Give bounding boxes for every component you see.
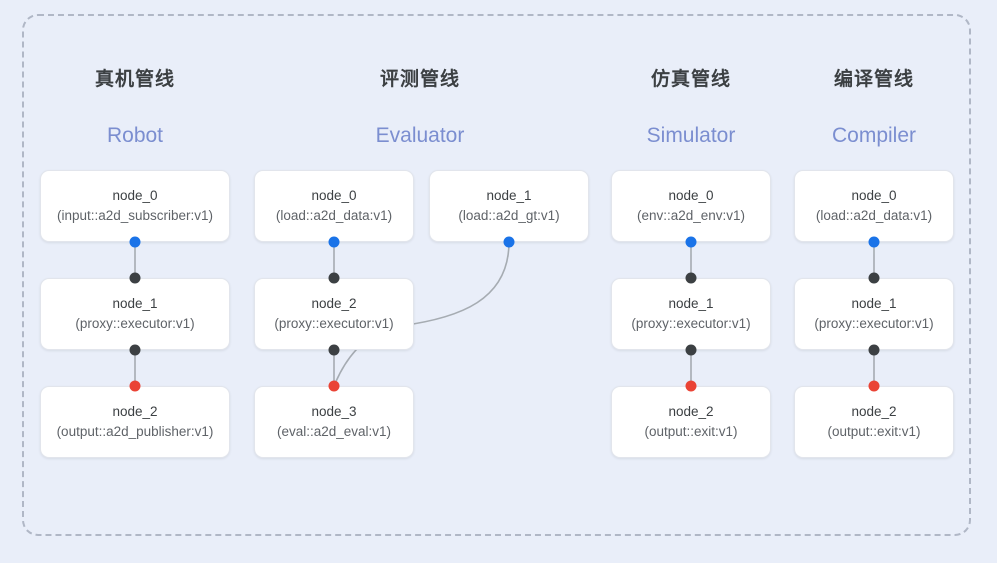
column-subtitle-evaluator: Evaluator [375,124,465,147]
node-type: (load::a2d_data:v1) [815,208,933,223]
node-type: (proxy::executor:v1) [75,316,195,331]
port-input-compiler-1[interactable] [868,272,880,284]
column-title-robot: 真机管线 [94,69,175,90]
node-type: (output::exit:v1) [644,424,738,439]
node-type: (proxy::executor:v1) [631,316,751,331]
node-type: (load::a2d_gt:v1) [458,208,560,223]
node-robot-1[interactable]: node_1 (proxy::executor:v1) [40,278,230,350]
port-output-robot-1[interactable] [129,344,141,356]
node-name: node_0 [668,188,714,203]
port-output-evaluator-1[interactable] [503,236,515,248]
port-output-compiler-1[interactable] [868,344,880,356]
port-input-evaluator-2[interactable] [328,272,340,284]
node-type: (output::exit:v1) [827,424,921,439]
port-input-robot-1[interactable] [129,272,141,284]
column-subtitle-simulator: Simulator [646,124,736,147]
port-output-simulator-1[interactable] [685,344,697,356]
node-name: node_2 [851,404,897,419]
port-input-compiler-2[interactable] [868,380,880,392]
node-name: node_2 [112,404,158,419]
node-type: (proxy::executor:v1) [814,316,934,331]
column-title-evaluator: 评测管线 [379,69,460,90]
port-output-evaluator-2[interactable] [328,344,340,356]
node-name: node_0 [311,188,357,203]
node-evaluator-3[interactable]: node_3 (eval::a2d_eval:v1) [254,386,414,458]
node-type: (output::a2d_publisher:v1) [56,424,214,439]
node-name: node_2 [311,296,357,311]
node-name: node_2 [668,404,714,419]
column-title-compiler: 编译管线 [833,69,914,90]
node-type: (eval::a2d_eval:v1) [276,424,392,439]
node-simulator-2[interactable]: node_2 (output::exit:v1) [611,386,771,458]
node-name: node_3 [311,404,357,419]
node-compiler-2[interactable]: node_2 (output::exit:v1) [794,386,954,458]
node-name: node_0 [112,188,158,203]
column-title-simulator: 仿真管线 [650,69,731,90]
port-input-evaluator-3[interactable] [328,380,340,392]
node-evaluator-0[interactable]: node_0 (load::a2d_data:v1) [254,170,414,242]
node-type: (load::a2d_data:v1) [275,208,393,223]
port-input-simulator-1[interactable] [685,272,697,284]
port-output-compiler-0[interactable] [868,236,880,248]
column-subtitle-compiler: Compiler [831,124,917,147]
node-type: (input::a2d_subscriber:v1) [56,208,214,223]
port-output-robot-0[interactable] [129,236,141,248]
column-subtitle-robot: Robot [106,124,164,147]
node-robot-0[interactable]: node_0 (input::a2d_subscriber:v1) [40,170,230,242]
node-simulator-1[interactable]: node_1 (proxy::executor:v1) [611,278,771,350]
node-simulator-0[interactable]: node_0 (env::a2d_env:v1) [611,170,771,242]
node-compiler-1[interactable]: node_1 (proxy::executor:v1) [794,278,954,350]
port-output-evaluator-0[interactable] [328,236,340,248]
port-input-simulator-2[interactable] [685,380,697,392]
node-name: node_1 [112,296,158,311]
node-name: node_0 [851,188,897,203]
node-name: node_1 [851,296,897,311]
node-name: node_1 [486,188,532,203]
node-evaluator-2[interactable]: node_2 (proxy::executor:v1) [254,278,414,350]
node-compiler-0[interactable]: node_0 (load::a2d_data:v1) [794,170,954,242]
port-output-simulator-0[interactable] [685,236,697,248]
node-type: (proxy::executor:v1) [274,316,394,331]
node-evaluator-1[interactable]: node_1 (load::a2d_gt:v1) [429,170,589,242]
node-type: (env::a2d_env:v1) [636,208,746,223]
port-input-robot-2[interactable] [129,380,141,392]
node-robot-2[interactable]: node_2 (output::a2d_publisher:v1) [40,386,230,458]
node-name: node_1 [668,296,714,311]
